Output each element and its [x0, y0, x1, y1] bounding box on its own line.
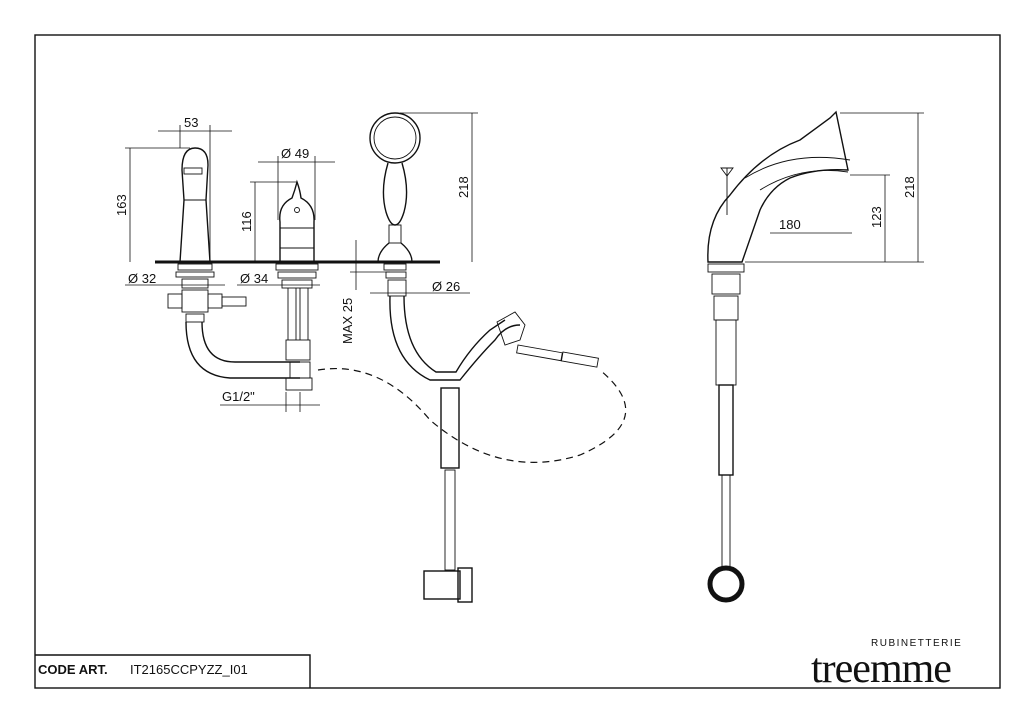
dim-side-reach: 180 [779, 217, 801, 232]
dim-shower-base-diameter: Ø 26 [432, 279, 460, 294]
dim-spout-height: 163 [114, 194, 129, 216]
spout-front-view [167, 147, 300, 379]
drawing-frame [34, 34, 1001, 689]
title-block-border [35, 654, 311, 688]
dim-shower-height: 218 [456, 176, 471, 198]
code-art-label: CODE ART. [38, 662, 108, 677]
dim-max-deck: MAX 25 [340, 298, 355, 344]
handle-front-view [275, 179, 319, 391]
dim-side-total-height: 218 [902, 176, 917, 198]
brand-logo: treemme [811, 646, 952, 692]
side-view [707, 110, 851, 603]
dim-handle-height: 116 [239, 211, 254, 232]
brand-subtitle: RUBINETTERIE [871, 638, 963, 649]
dim-connection: G1/2" [222, 389, 255, 404]
code-art-value: IT2165CCPYZZ_I01 [130, 662, 248, 677]
dim-spout-base-diameter: Ø 32 [128, 271, 156, 286]
hand-shower-front-view [317, 112, 627, 603]
dim-spout-width: 53 [184, 115, 198, 130]
dim-handle-diameter: Ø 49 [281, 146, 309, 161]
dimension-lines [125, 112, 924, 412]
dim-handle-base-diameter: Ø 34 [240, 271, 268, 286]
dim-side-spout-height: 123 [869, 206, 884, 228]
